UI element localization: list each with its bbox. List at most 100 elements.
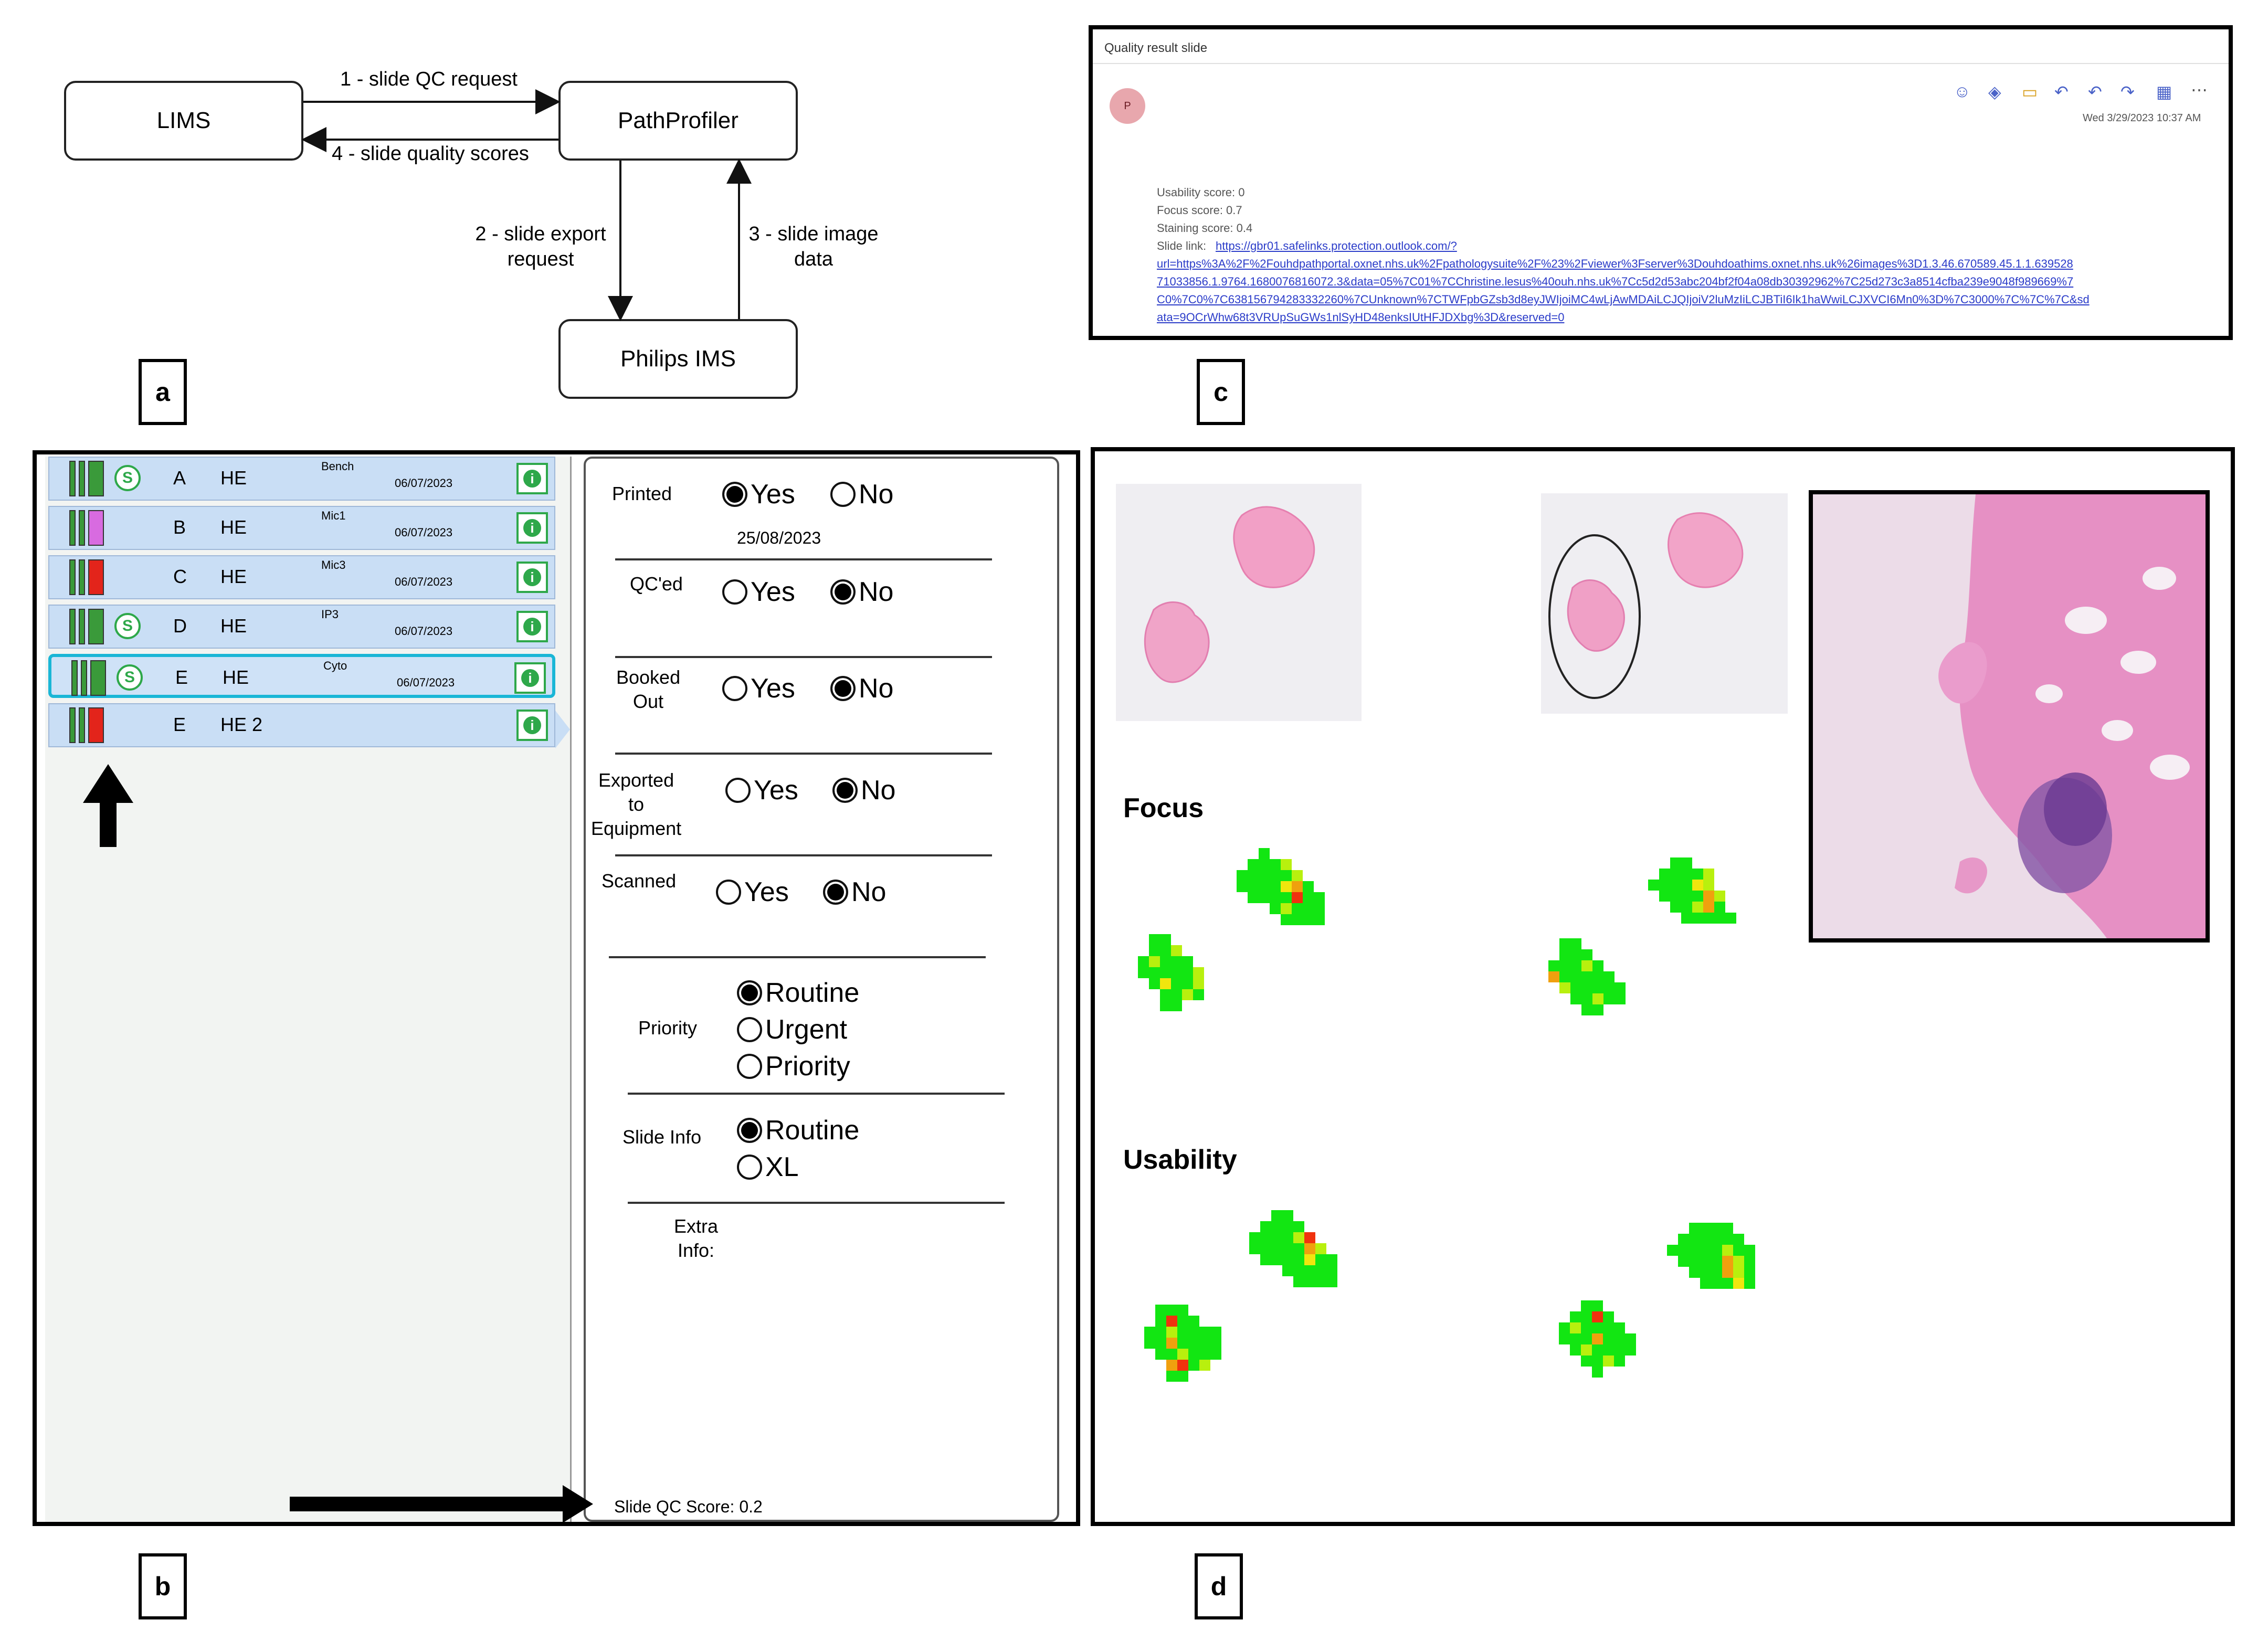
reply-all-icon[interactable]: ↶	[2088, 82, 2102, 101]
heatmap-tile	[1138, 967, 1149, 978]
slide-link-line-3[interactable]: 71033856.1.9764.1680076816072.3&data=05%…	[1157, 275, 2074, 288]
heatmap-tile	[1670, 902, 1681, 913]
heatmap-tile	[1182, 989, 1193, 1000]
heatmap-tile	[1570, 1344, 1581, 1356]
heatmap-tile	[1681, 880, 1692, 891]
heatmap-tile	[1270, 903, 1281, 914]
heatmap-tile	[1670, 880, 1681, 891]
heatmap-tile	[1592, 960, 1603, 971]
heatmap-tile	[1171, 1000, 1182, 1011]
heatmap-tile	[1603, 1311, 1614, 1322]
heatmap-tile	[1292, 914, 1303, 925]
status-strip-main	[88, 559, 104, 595]
info-icon[interactable]: i	[516, 611, 548, 642]
heatmap-tile	[1315, 1254, 1326, 1265]
heatmap-tile	[1193, 978, 1204, 989]
slide-info-routine-radio[interactable]: Routine	[737, 1115, 859, 1146]
heatmap-tile	[1259, 870, 1270, 881]
block-id: E	[175, 666, 188, 688]
priority-routine-radio[interactable]: Routine	[737, 977, 859, 1009]
reply-icon[interactable]: ↶	[2054, 82, 2069, 101]
info-icon[interactable]: i	[514, 662, 546, 694]
info-icon[interactable]: i	[516, 463, 548, 494]
scanned-yes-radio[interactable]: Yes	[716, 876, 789, 908]
printed-no-radio[interactable]: No	[830, 479, 893, 510]
exported-yes-radio[interactable]: Yes	[725, 775, 798, 806]
status-strip	[79, 609, 85, 644]
heatmap-tile	[1166, 1327, 1177, 1338]
heatmap-tile	[1592, 1356, 1603, 1367]
heatmap-tile	[1259, 859, 1270, 870]
heatmap-tile	[1166, 1371, 1177, 1382]
priority-urgent-radio[interactable]: Urgent	[737, 1014, 847, 1045]
heatmap-tile	[1700, 1267, 1711, 1278]
heatmap-tile	[1700, 1245, 1711, 1256]
heatmap-tile	[1293, 1265, 1304, 1276]
panel-label-d: d	[1195, 1553, 1243, 1619]
info-icon[interactable]: i	[516, 562, 548, 593]
priority-priority-radio[interactable]: Priority	[737, 1051, 850, 1082]
heatmap-tile	[1326, 1276, 1337, 1287]
heatmap-tile	[1281, 914, 1292, 925]
heatmap-tile	[1714, 891, 1725, 902]
printed-yes-radio[interactable]: Yes	[722, 479, 795, 510]
heatmap-tile	[1681, 913, 1692, 924]
histology-zoom-view	[1809, 490, 2210, 943]
more-icon[interactable]: ⋯	[2191, 80, 2208, 99]
exported-no-radio[interactable]: No	[832, 775, 895, 806]
slide-link-line-2[interactable]: url=https%3A%2F%2Fouhdpathportal.oxnet.n…	[1157, 257, 2073, 270]
qced-no-radio[interactable]: No	[830, 576, 893, 608]
slide-link-line-1[interactable]: https://gbr01.safelinks.protection.outlo…	[1216, 239, 1457, 252]
block-id: D	[173, 615, 187, 637]
emoji-icon[interactable]: ☺	[1954, 82, 1971, 101]
heatmap-tile	[1144, 1327, 1155, 1338]
info-icon[interactable]: i	[516, 709, 548, 741]
heatmap-tile	[1237, 881, 1248, 892]
slide-info-xl-radio[interactable]: XL	[737, 1151, 799, 1183]
slide-link-line-5[interactable]: ata=9OCrWhw68t3VRUpSuGWs1nlSyHD48enksIUt…	[1157, 311, 1565, 324]
heatmap-tile	[1193, 989, 1204, 1000]
heatmap-tile	[1260, 1254, 1271, 1265]
scanned-no-radio[interactable]: No	[823, 876, 886, 908]
booked-out-yes-radio[interactable]: Yes	[722, 673, 795, 704]
info-icon[interactable]: i	[516, 512, 548, 544]
heatmap-tile	[1314, 914, 1325, 925]
staining-score: Staining score: 0.4	[1157, 221, 1253, 235]
heatmap-tile	[1248, 881, 1259, 892]
heatmap-tile	[1177, 1305, 1188, 1316]
heatmap-tile	[1592, 1311, 1603, 1322]
heatmap-tile	[1570, 993, 1581, 1004]
heatmap-tile	[1259, 848, 1270, 859]
heatmap-tile	[1581, 949, 1592, 960]
printed-label: Printed	[612, 483, 672, 504]
grid-icon[interactable]: ▦	[2156, 82, 2172, 101]
loop-icon[interactable]: ◈	[1988, 82, 2001, 101]
slide-link-line-4[interactable]: C0%7C0%7C638156794283332260%7CUnknown%7C…	[1157, 293, 2090, 306]
slide-qc-score: Slide QC Score: 0.2	[614, 1497, 763, 1516]
qced-yes-radio[interactable]: Yes	[722, 576, 795, 608]
heatmap-tile	[1314, 903, 1325, 914]
tag-icon[interactable]: ▭	[2022, 82, 2038, 101]
heatmap-tile	[1188, 1349, 1199, 1360]
heatmap-tile	[1160, 956, 1171, 967]
booked-out-no-radio[interactable]: No	[830, 673, 893, 704]
slide-info-label: Slide Info	[622, 1126, 702, 1148]
printed-date: 25/08/2023	[737, 528, 821, 547]
heatmap-tile	[1160, 1000, 1171, 1011]
block-id: C	[173, 566, 187, 587]
status-strip	[79, 707, 85, 743]
slide-location: Mic3	[321, 558, 346, 571]
heatmap-tile	[1711, 1278, 1722, 1289]
heatmap-tile	[1303, 903, 1314, 914]
heatmap-tile	[1670, 857, 1681, 869]
forward-icon[interactable]: ↷	[2120, 82, 2135, 101]
panel-label-b: b	[139, 1553, 187, 1619]
heatmap-tile	[1722, 1245, 1733, 1256]
heatmap-tile	[1281, 903, 1292, 914]
